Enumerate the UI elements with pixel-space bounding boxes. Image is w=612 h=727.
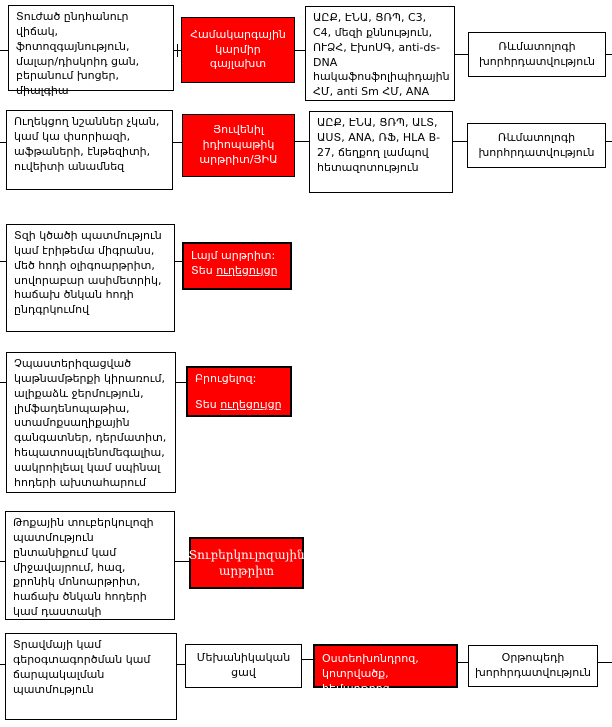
connector-line xyxy=(0,261,6,262)
diagnosis-box-lyme: Լայմ արթրիտ: Տես ուղեցույցը xyxy=(182,242,292,290)
symptoms-text: Տզի կծածի պատմություն կամ էրիթեմա միգրան… xyxy=(14,229,162,317)
tests-box-sle: ԱԸՔ, ԷՆԱ, ՑՌՊ, C3, C4, մեզի քննություն, … xyxy=(305,6,455,101)
referral-box-orthopedics: Օրթոպեդի խորհրդատվություն xyxy=(468,645,598,687)
connector-line xyxy=(0,561,5,562)
connector-line xyxy=(455,54,468,55)
connector-line xyxy=(0,50,8,51)
connector-line xyxy=(0,142,6,143)
connector-line xyxy=(598,662,612,663)
see-prefix: Տես xyxy=(195,397,221,411)
tests-text: ԱԸՔ, ԷՆԱ, ՑՌՊ, ԱԼՏ, ԱՍՏ, ANA, ՌՖ, HLA B-… xyxy=(317,116,441,174)
symptoms-text: Թոքային տուբերկուլոզի պատմություն ընտանի… xyxy=(13,516,154,619)
diagnosis-box-brucellosis: Բրուցելոզ: Տես ուղեցույցը xyxy=(186,366,292,417)
connector-line xyxy=(453,141,467,142)
symptoms-box-tb: Թոքային տուբերկուլոզի պատմություն ընտանի… xyxy=(5,511,175,620)
symptoms-text: Տրավմայի կամ գերօգտագործման կամ ճարպակալ… xyxy=(13,638,151,696)
connector-line xyxy=(606,141,612,142)
category-box-mechanical-pain: Մեխանիկական ցավ xyxy=(185,644,302,688)
connector-line xyxy=(606,54,612,55)
connector-line xyxy=(295,50,305,51)
referral-text: Ռևմատոլոգի խորհրդատվություն xyxy=(479,39,595,68)
diagnosis-box-tb: Տուբերկուլոզային արթրիտ xyxy=(188,537,305,589)
diagnosis-box-jia: Յուվենիլ իդիոպաթիկ արթրիտ/ՅԻԱ xyxy=(182,114,295,177)
referral-box-rheumatology-2: Ռևմատոլոգի խորհրդատվություն xyxy=(467,123,606,168)
guideline-link[interactable]: ուղեցույցը xyxy=(220,397,282,411)
symptoms-box-brucellosis: Չպաստերիզացված կաթնամթերքի կիրառում, ալի… xyxy=(6,352,176,493)
symptoms-text: Չպաստերիզացված կաթնամթերքի կիրառում, ալի… xyxy=(14,357,167,489)
connector-line xyxy=(0,664,5,665)
symptoms-box-sle: Տուժած ընդհանուր վիճակ, ֆոտոզգայնություն… xyxy=(8,5,174,97)
connector-line xyxy=(175,561,189,562)
connector-line xyxy=(173,142,182,143)
connector-line xyxy=(295,141,309,142)
diagnosis-box-mechanical: Օստեոխոնդրոզ, կոտրվածք, հեմարթրոզ xyxy=(313,644,458,695)
connector-line xyxy=(302,659,313,660)
connector-line xyxy=(0,382,6,383)
diagnosis-text: Յուվենիլ իդիոպաթիկ արթրիտ/ՅԻԱ xyxy=(199,123,278,166)
diagnosis-text: Տուբերկուլոզային արթրիտ xyxy=(188,547,305,578)
tests-box-jia: ԱԸՔ, ԷՆԱ, ՑՌՊ, ԱԼՏ, ԱՍՏ, ANA, ՌՖ, HLA B-… xyxy=(309,111,453,193)
diagnosis-title: Բրուցելոզ: xyxy=(195,372,257,385)
diagnosis-box-sle: Համակարգային կարմիր գայլախտ xyxy=(181,17,295,83)
category-text: Մեխանիկական ցավ xyxy=(196,651,291,679)
diagnosis-text: Համակարգային կարմիր գայլախտ xyxy=(190,27,286,71)
referral-box-rheumatology-1: Ռևմատոլոգի խորհրդատվություն xyxy=(468,32,606,77)
symptoms-text: Տուժած ընդհանուր վիճակ, ֆոտոզգայնություն… xyxy=(16,10,140,98)
diagnosis-title: Լայմ արթրիտ: xyxy=(191,249,276,262)
symptoms-box-jia: Ուղեկցող նշաններ չկան, կամ կա փսորիազի, … xyxy=(6,110,173,190)
symptoms-box-lyme: Տզի կծածի պատմություն կամ էրիթեմա միգրան… xyxy=(6,224,175,332)
symptoms-box-mechanical: Տրավմայի կամ գերօգտագործման կամ ճարպակալ… xyxy=(5,633,177,720)
connector-line xyxy=(176,382,186,383)
referral-text: Ռևմատոլոգի խորհրդատվություն xyxy=(478,130,595,159)
referral-text: Օրթոպեդի խորհրդատվություն xyxy=(475,651,591,679)
symptoms-text: Ուղեկցող նշաններ չկան, կամ կա փսորիազի, … xyxy=(14,115,160,173)
connector-line xyxy=(175,261,182,262)
see-prefix: Տես xyxy=(191,263,217,277)
connector-line xyxy=(177,664,185,665)
guideline-link[interactable]: ուղեցույցը xyxy=(216,263,278,277)
tests-text: ԱԸՔ, ԷՆԱ, ՑՌՊ, C3, C4, մեզի քննություն, … xyxy=(313,11,450,99)
diagnosis-text: Օստեոխոնդրոզ, կոտրվածք, հեմարթրոզ xyxy=(322,652,419,695)
connector-tick xyxy=(177,44,178,57)
connector-line xyxy=(458,662,468,663)
